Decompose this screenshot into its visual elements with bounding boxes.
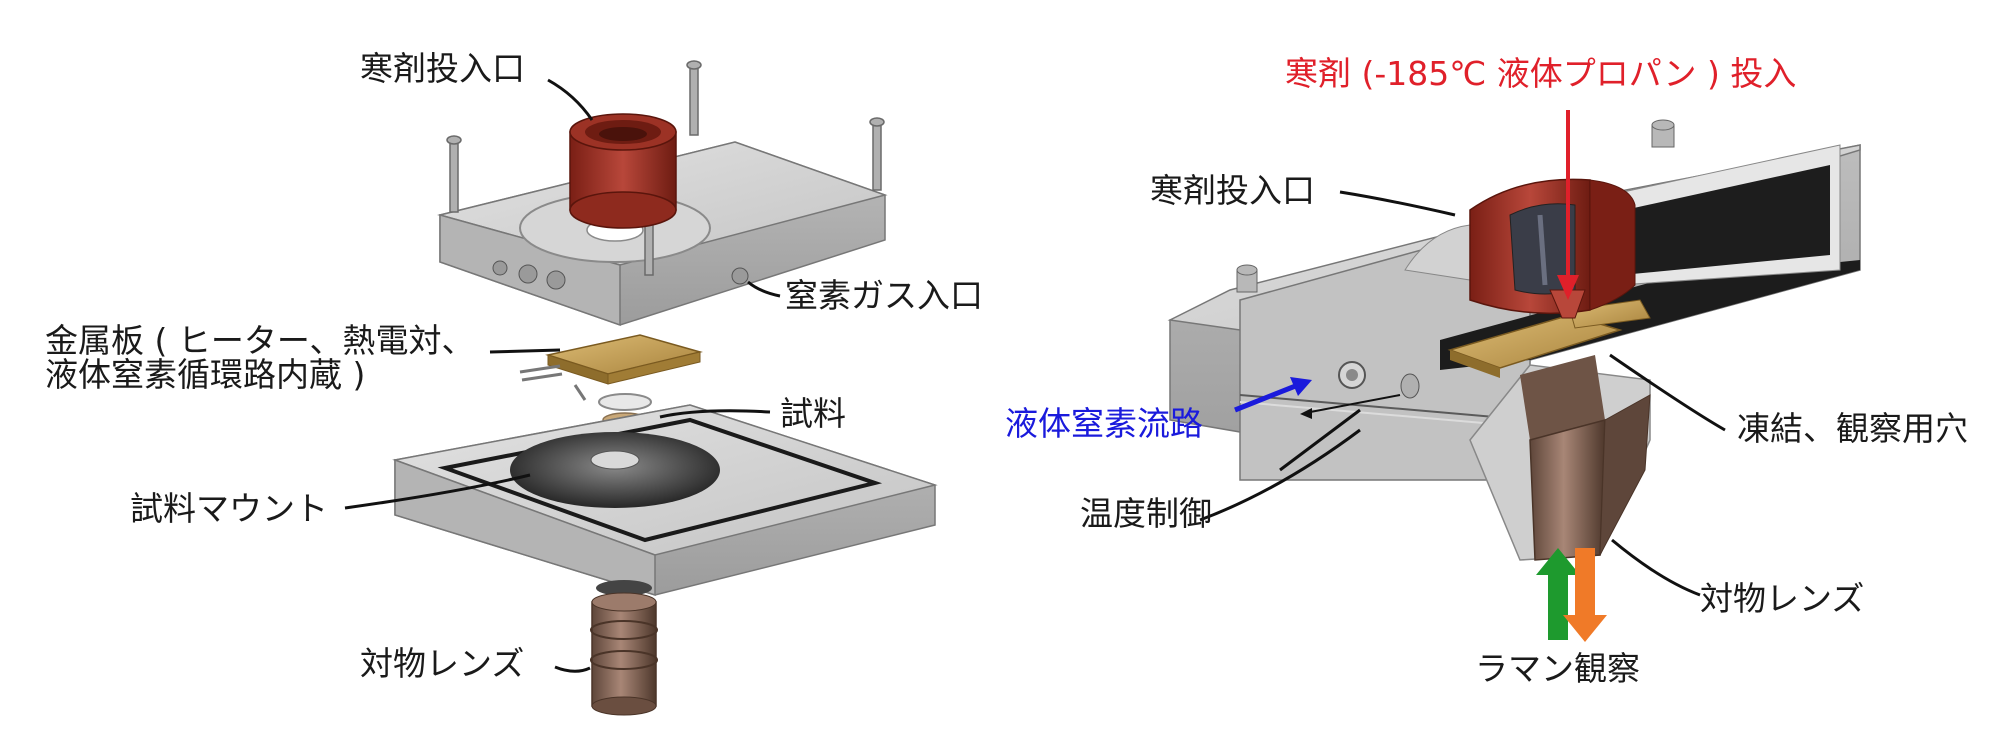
label-sample: 試料	[780, 394, 846, 433]
leader-lines-left	[344, 78, 781, 673]
right-cutaway-view: 寒剤 (-185℃ 液体プロパン ) 投入 寒剤投入口 液体窒素流路 温度制御 …	[1005, 54, 1968, 688]
posts	[1236, 119, 1675, 293]
label-objective-lens-left: 対物レンズ	[360, 644, 524, 683]
label-cryogen-inlet-left: 寒剤投入口	[360, 49, 525, 88]
metal-plate	[519, 334, 703, 401]
cryogen-input-arrow	[1557, 110, 1579, 300]
label-cryogen-input: 寒剤 (-185℃ 液体プロパン ) 投入	[1285, 54, 1796, 93]
sample-mount	[392, 404, 938, 597]
cryogen-cup-cutaway	[1469, 178, 1636, 319]
leader-lines-right	[1199, 190, 1726, 597]
label-raman-observation: ラマン観察	[1475, 649, 1640, 688]
objective-lens-left	[590, 580, 658, 716]
label-nitrogen-gas-inlet: 窒素ガス入口	[785, 276, 983, 315]
ln2-channel-arrow	[1234, 377, 1312, 413]
label-sample-mount: 試料マウント	[130, 489, 328, 528]
front-fittings	[1338, 361, 1420, 399]
label-objective-lens-right: 対物レンズ	[1700, 579, 1864, 618]
left-exploded-view: 寒剤投入口 窒素ガス入口 金属板 ( ヒーター、熱電対、 液体窒素循環路内蔵 )…	[45, 49, 983, 716]
cryogen-cup	[569, 113, 677, 229]
label-cryogen-inlet-right: 寒剤投入口	[1150, 171, 1315, 210]
label-temperature-control: 温度制御	[1080, 494, 1212, 533]
label-freeze-observe-hole: 凍結、観察用穴	[1737, 409, 1968, 448]
metal-plate-inner	[1447, 299, 1651, 378]
label-metal-plate-line2: 液体窒素循環路内蔵 )	[45, 355, 365, 394]
objective-lens-right	[1469, 355, 1651, 561]
raman-arrows	[1536, 548, 1607, 642]
label-ln2-channel: 液体窒素流路	[1005, 404, 1203, 443]
label-metal-plate-line1: 金属板 ( ヒーター、熱電対、	[45, 321, 475, 360]
